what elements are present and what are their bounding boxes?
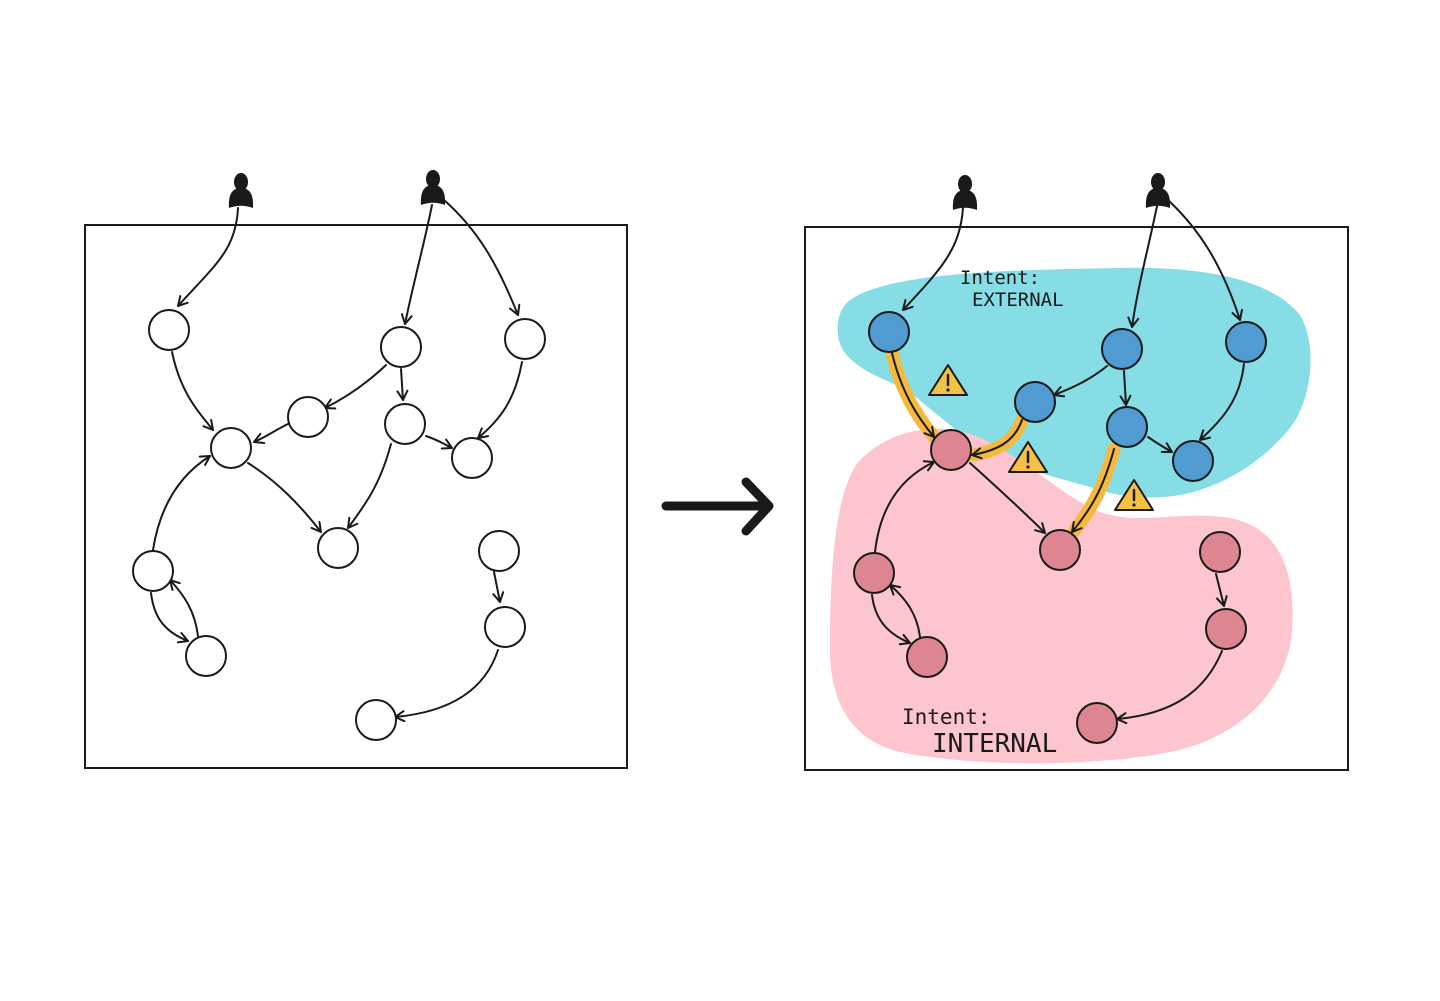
edge-arrow: [253, 422, 291, 445]
edge-arrow: [1116, 650, 1223, 725]
edge-arrow: [1215, 573, 1228, 607]
before-panel: [84, 170, 628, 769]
internal-intent-name: INTERNAL: [932, 729, 1057, 759]
edge-arrow: [347, 443, 392, 529]
external-node: [868, 311, 910, 353]
graph-node: [380, 326, 422, 368]
edge-arrow: [169, 579, 199, 637]
graph-node: [132, 550, 174, 592]
graph-node: [504, 318, 546, 360]
edge-arrow: [969, 462, 1046, 534]
edge-arrow: [1199, 363, 1245, 441]
edge-arrow: [443, 199, 521, 316]
internal-intent-label: Intent:: [902, 705, 991, 729]
edge-arrow: [1119, 370, 1132, 406]
edge-arrow: [324, 364, 387, 410]
person-icon: [952, 175, 978, 210]
graph-node: [451, 437, 493, 479]
internal-node: [1199, 531, 1241, 573]
edge-arrow: [1127, 205, 1158, 328]
external-intent-label: Intent:: [960, 267, 1040, 289]
after-nodes: [853, 311, 1267, 744]
after-panel: Intent: EXTERNAL Intent: INTERNAL: [804, 173, 1349, 771]
edge-arrow: [177, 207, 239, 307]
before-panel-frame: [84, 224, 628, 769]
external-node: [1225, 321, 1267, 363]
edge-arrow: [1071, 448, 1115, 533]
person-icon: [228, 173, 254, 208]
before-nodes: [132, 309, 546, 741]
graph-node: [317, 527, 359, 569]
warning-icon: [1114, 479, 1154, 511]
external-node: [1101, 328, 1143, 370]
internal-node: [1039, 529, 1081, 571]
graph-node: [478, 530, 520, 572]
external-intent-name: EXTERNAL: [972, 289, 1064, 311]
arrow-right-icon: [661, 477, 774, 536]
before-actors: [228, 170, 446, 208]
edge-arrow: [152, 455, 211, 551]
internal-node: [930, 429, 972, 471]
person-icon: [1145, 173, 1171, 208]
edge-arrow: [1147, 436, 1173, 453]
person-icon: [420, 170, 446, 205]
internal-node: [1076, 702, 1118, 744]
internal-node: [1205, 608, 1247, 650]
after-edges: [871, 199, 1245, 725]
graph-node: [355, 699, 397, 741]
edge-arrow: [874, 460, 935, 553]
edge-arrow: [425, 435, 453, 450]
graph-node: [210, 427, 252, 469]
internal-intent-region: [830, 428, 1293, 764]
internal-node: [906, 636, 948, 678]
warnings: [928, 364, 1154, 511]
after-actors: [952, 173, 1171, 210]
edge-arrow: [394, 649, 499, 723]
external-node: [1172, 440, 1214, 482]
edge-arrow: [150, 592, 189, 644]
edge-arrow: [492, 571, 505, 603]
warning-icon: [1008, 441, 1048, 473]
warning-icon: [928, 364, 968, 396]
edge-arrow: [396, 368, 409, 401]
graph-node: [384, 403, 426, 445]
internal-node: [853, 552, 895, 594]
edge-arrow: [171, 351, 214, 431]
edge-arrow: [971, 419, 1023, 460]
external-node: [1106, 406, 1148, 448]
after-panel-frame: [804, 226, 1349, 771]
edge-arrow: [889, 584, 921, 638]
graph-node: [287, 396, 329, 438]
edge-arrow: [400, 204, 433, 325]
graph-node: [148, 309, 190, 351]
edge-arrow: [891, 352, 935, 438]
edge-arrow: [902, 207, 964, 311]
graph-node: [185, 635, 227, 677]
edge-arrow: [1053, 365, 1108, 398]
external-node: [1014, 381, 1056, 423]
graph-node: [484, 606, 526, 648]
before-edges: [150, 199, 523, 723]
edge-arrow: [1167, 199, 1243, 321]
edge-arrow: [871, 594, 911, 646]
edge-arrow: [247, 462, 322, 533]
edge-arrow: [477, 361, 523, 439]
